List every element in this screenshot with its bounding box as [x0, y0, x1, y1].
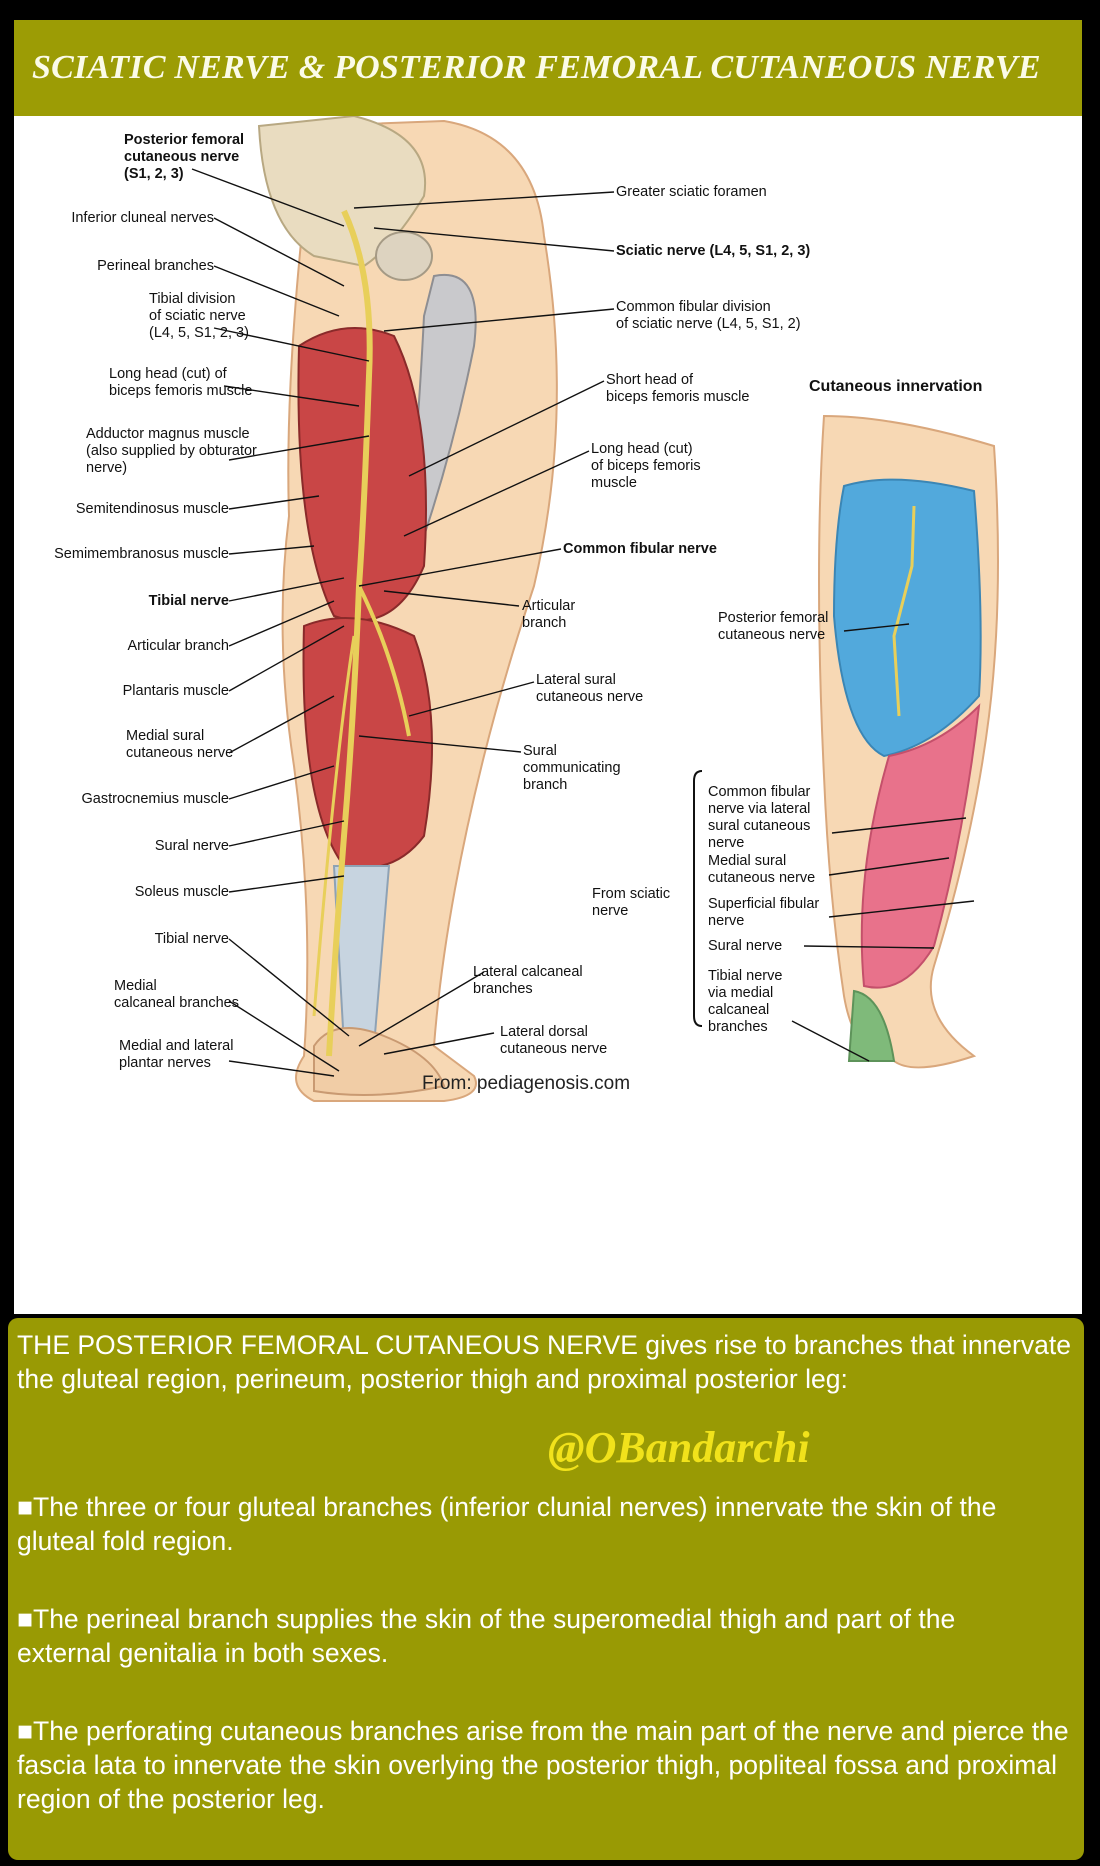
label-sural-zone: Sural nerve [708, 938, 783, 954]
label-superficial-fibular-zone: Superficial fibular nerve [708, 896, 820, 929]
label-sciatic-nerve: Sciatic nerve (L4, 5, S1, 2, 3) [616, 243, 811, 259]
anatomy-figure: Posterior femoral cutaneous nerve (S1, 2… [14, 116, 1082, 1314]
label-soleus: Soleus muscle [134, 884, 229, 900]
label-common-fibular-zone: Common fibular nerve via lateral sural c… [708, 784, 811, 851]
label-long-head-biceps-left: Long head (cut) of biceps femoris muscle [109, 366, 253, 399]
label-short-head-biceps: Short head of biceps femoris muscle [606, 372, 750, 405]
sural-nerve [312, 635, 356, 1017]
label-tibial-nerve-lower: Tibial nerve [154, 931, 229, 947]
page-title: SCIATIC NERVE & POSTERIOR FEMORAL CUTANE… [32, 49, 1041, 86]
anatomy-illustration [191, 116, 999, 1102]
label-from-sciatic-nerve: From sciatic nerve [592, 886, 671, 919]
label-perineal-branches: Perineal branches [97, 258, 214, 274]
label-articular-branch-left: Articular branch [127, 638, 229, 654]
label-long-head-biceps-right: Long head (cut) of biceps femoris muscle [591, 441, 701, 491]
leader-lines [191, 168, 975, 1077]
label-inferior-cluneal-nerves: Inferior cluneal nerves [71, 210, 214, 226]
label-posterior-femoral-cutaneous-zone: Posterior femoral cutaneous nerve [718, 610, 829, 643]
calf-muscles [302, 617, 433, 869]
label-tibial-zone: Tibial nerve via medial calcaneal branch… [708, 968, 783, 1035]
intro-paragraph: THE POSTERIOR FEMORAL CUTANEOUS NERVE gi… [17, 1330, 1071, 1394]
label-medial-calcaneal: Medial calcaneal branches [114, 978, 239, 1011]
label-common-fibular-division: Common fibular division of sciatic nerve… [616, 299, 801, 332]
label-semimembranosus: Semimembranosus muscle [54, 546, 229, 562]
cutaneous-nerve-branch [892, 505, 916, 717]
blue-zone [832, 478, 982, 758]
label-semitendinosus: Semitendinosus muscle [75, 501, 229, 517]
bullet-perforating-branches: ■The perforating cutaneous branches aris… [17, 1716, 1069, 1814]
bullet-perineal-branch: ■The perineal branch supplies the skin o… [17, 1604, 956, 1668]
label-articular-branch-right: Articular branch [522, 598, 576, 631]
description-box: THE POSTERIOR FEMORAL CUTANEOUS NERVE gi… [8, 1318, 1084, 1860]
label-medial-sural-zone: Medial sural cutaneous nerve [708, 853, 816, 886]
label-common-fibular-nerve: Common fibular nerve [563, 541, 717, 557]
foot [313, 1027, 446, 1096]
source-credit: From: pediagenosis.com [422, 1073, 631, 1094]
label-greater-sciatic-foramen: Greater sciatic foramen [616, 184, 767, 200]
pink-zone [860, 703, 981, 989]
cutaneous-heading: Cutaneous innervation [809, 378, 983, 395]
label-tibial-nerve-upper: Tibial nerve [148, 593, 229, 609]
label-sural-nerve-left: Sural nerve [154, 838, 229, 854]
title-banner: SCIATIC NERVE & POSTERIOR FEMORAL CUTANE… [14, 20, 1082, 116]
bullet-gluteal-branches: ■The three or four gluteal branches (inf… [17, 1492, 997, 1556]
label-tibial-division: Tibial division of sciatic nerve (L4, 5,… [149, 291, 249, 341]
heel-zone [847, 989, 896, 1062]
label-medial-sural-left: Medial sural cutaneous nerve [126, 728, 234, 761]
femur-head [375, 231, 433, 281]
label-lateral-dorsal-cutaneous: Lateral dorsal cutaneous nerve [500, 1024, 608, 1057]
label-sural-communicating: Sural communicating branch [523, 743, 621, 793]
bracket [693, 770, 703, 1027]
label-lateral-calcaneal: Lateral calcaneal branches [473, 964, 583, 997]
fibular-nerve [357, 585, 411, 737]
label-plantaris: Plantaris muscle [122, 683, 229, 699]
label-posterior-femoral-cutaneous-nerve: Posterior femoral cutaneous nerve (S1, 2… [124, 132, 245, 182]
author-handle: @OBandarchi [548, 1423, 810, 1472]
label-plantar-nerves: Medial and lateral plantar nerves [119, 1038, 234, 1071]
label-adductor-magnus: Adductor magnus muscle (also supplied by… [86, 426, 257, 476]
label-gastrocnemius: Gastrocnemius muscle [81, 791, 229, 807]
label-lateral-sural: Lateral sural cutaneous nerve [536, 672, 644, 705]
